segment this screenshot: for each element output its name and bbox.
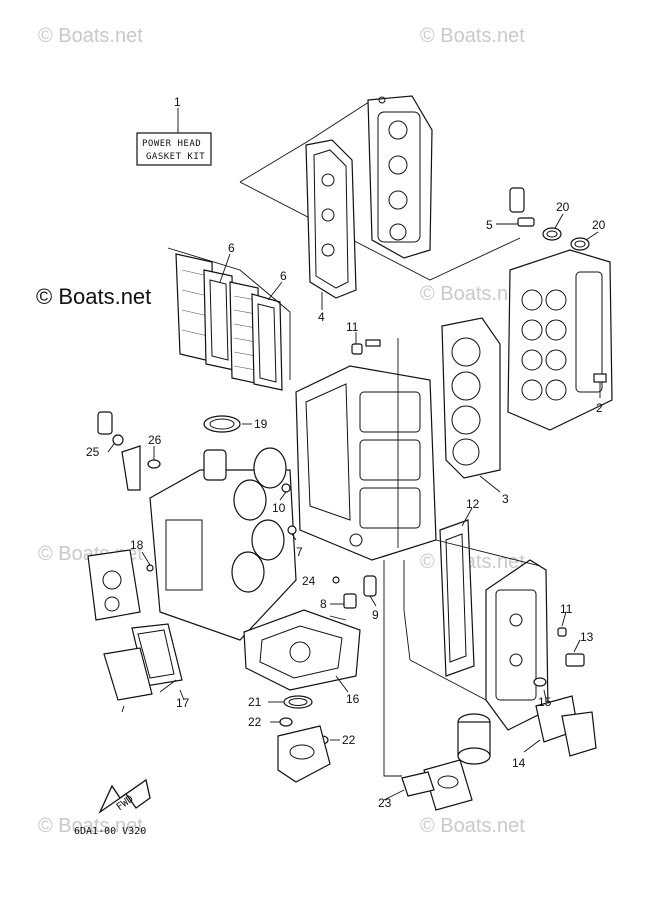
- oil-filter: [457, 713, 491, 765]
- fitting-25: [97, 411, 141, 491]
- callout-10: 10: [272, 501, 286, 515]
- callout-26: 26: [148, 433, 162, 447]
- callout-25: 25: [86, 445, 100, 459]
- watermark-mid-left: © Boats.net: [36, 284, 151, 309]
- callout-1: 1: [174, 95, 181, 109]
- fitting-9: [363, 575, 377, 597]
- oil-seal-19: [203, 415, 241, 433]
- oring-26: [147, 459, 161, 469]
- callout-17: 17: [176, 696, 190, 710]
- watermark-top-left: © Boats.net: [38, 25, 143, 47]
- watermark-lower-right: © Boats.net: [420, 551, 525, 573]
- callout-6a: 6: [228, 241, 235, 255]
- callout-4: 4: [318, 310, 325, 324]
- watermark-mid-right: © Boats.net: [420, 283, 525, 305]
- cylinder-block: [295, 365, 437, 561]
- dowel-18: [146, 564, 154, 572]
- watermark-bottom-right: © Boats.net: [420, 815, 525, 837]
- callout-12: 12: [466, 497, 480, 511]
- watermark-bottom-left: © Boats.net: [38, 815, 143, 837]
- callout-5: 5: [486, 218, 493, 232]
- callout-7: 7: [296, 545, 303, 559]
- oil-seal-21: [283, 695, 313, 709]
- gasket-kit-label: POWER HEAD GASKET KIT: [136, 132, 212, 166]
- crankcase-assembly: [149, 447, 297, 641]
- plug-2: [593, 373, 607, 383]
- cylinder-head-cover: [367, 95, 433, 259]
- gasket-kit-line1: POWER HEAD: [142, 139, 201, 149]
- exhaust-cover-gasket-12: [439, 519, 475, 677]
- head-cover-gasket: [305, 139, 357, 299]
- fitting-8: [343, 593, 357, 609]
- cylinder-head-gasket: [441, 317, 501, 479]
- oil-seal-20b: [570, 237, 590, 251]
- plug-11-top: [351, 339, 381, 355]
- diagram-code: 6DA1-00 V320: [74, 826, 146, 837]
- callout-13: 13: [580, 630, 594, 644]
- fwd-arrow: FWD: [98, 778, 151, 814]
- oil-pump-body: [277, 725, 331, 783]
- gasket-kit-line2: GASKET KIT: [146, 152, 205, 162]
- anode-13: [565, 653, 585, 667]
- callout-2: 2: [596, 401, 603, 415]
- oring-25: [112, 434, 124, 446]
- oil-seal-20a: [542, 227, 562, 241]
- callout-11b: 11: [560, 602, 573, 616]
- callout-22a: 22: [248, 715, 262, 729]
- callout-23: 23: [378, 796, 392, 810]
- callout-21: 21: [248, 695, 262, 709]
- callout-19: 19: [254, 417, 268, 431]
- thermo-cover-14: [535, 695, 597, 757]
- sensor-part-5: [509, 187, 535, 227]
- exhaust-guide-gasket: [243, 609, 361, 691]
- watermark-top-right: © Boats.net: [420, 25, 525, 47]
- gasket-23: [401, 771, 435, 797]
- callout-20b: 20: [592, 218, 606, 232]
- callout-18: 18: [130, 538, 144, 552]
- cover-plate-17: [103, 647, 153, 701]
- oil-filter-bracket: [423, 759, 473, 811]
- oring-7: [287, 525, 297, 535]
- oring-10: [281, 483, 291, 493]
- callout-9: 9: [372, 608, 379, 622]
- plug-11-right: [557, 627, 567, 637]
- callout-15: 15: [538, 695, 552, 709]
- oring-24: [332, 576, 340, 584]
- callout-20a: 20: [556, 200, 570, 214]
- callout-24: 24: [302, 574, 316, 588]
- cylinder-head: [507, 249, 613, 431]
- callout-3: 3: [502, 492, 509, 506]
- callout-11a: 11: [346, 320, 359, 334]
- exhaust-cover-left: [87, 549, 141, 621]
- callout-22b: 22: [342, 733, 356, 747]
- callout-14: 14: [512, 756, 526, 770]
- intake-gasket-2: [251, 293, 283, 391]
- callout-16: 16: [346, 692, 360, 706]
- gasket-15: [533, 677, 547, 687]
- callout-8: 8: [320, 597, 327, 611]
- callout-6b: 6: [280, 269, 287, 283]
- oring-22-left: [279, 717, 293, 727]
